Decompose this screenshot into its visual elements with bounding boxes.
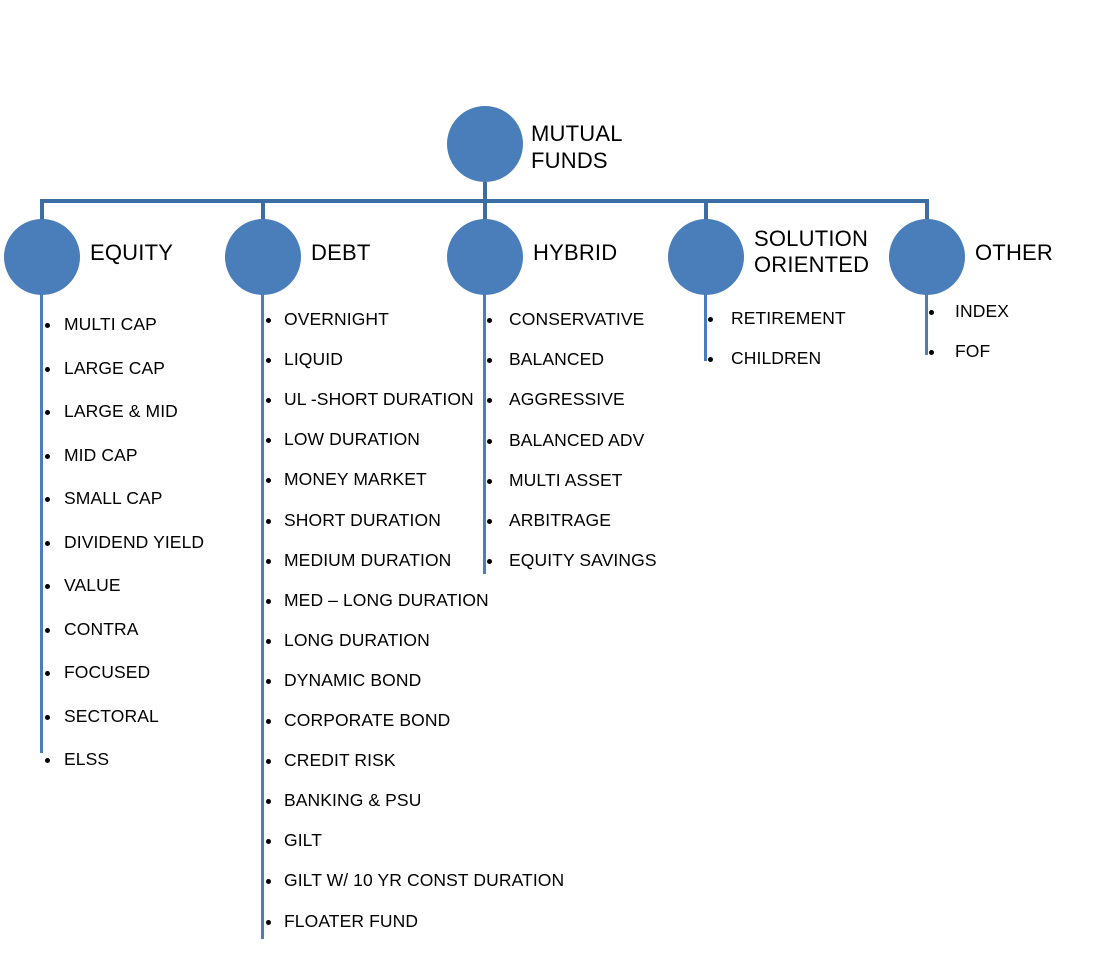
branch-node-circle-debt[interactable] <box>225 219 301 295</box>
list-item-bullet-icon <box>45 584 50 589</box>
list-item[interactable]: LIQUID <box>284 349 343 370</box>
branch-node-label-other: OTHER <box>975 240 1053 265</box>
list-item[interactable]: AGGRESSIVE <box>509 389 625 410</box>
list-item-bullet-icon <box>45 671 50 676</box>
list-item[interactable]: MEDIUM DURATION <box>284 549 452 570</box>
bus-drop-debt <box>261 199 265 220</box>
branch-spine-debt <box>261 289 264 939</box>
list-item[interactable]: CONSERVATIVE <box>509 309 645 329</box>
list-item-bullet-icon <box>266 438 271 444</box>
list-item[interactable]: LARGE CAP <box>64 357 166 378</box>
list-item-bullet-icon <box>45 714 50 720</box>
list-item-bullet-icon <box>45 453 50 459</box>
list-item[interactable]: MED – LONG DURATION <box>284 589 489 610</box>
list-item-bullet-icon <box>266 638 271 644</box>
list-item-bullet-icon <box>266 879 271 885</box>
list-item[interactable]: INDEX <box>955 301 1009 321</box>
list-item-bullet-icon <box>487 478 492 484</box>
branch-node-label-debt: DEBT <box>311 240 371 265</box>
list-item[interactable]: LONG DURATION <box>284 629 430 650</box>
root-node-label: MUTUAL FUNDS <box>531 121 623 173</box>
branch-node-label-solution-oriented: SOLUTION ORIENTED <box>754 226 870 277</box>
bus-drop-equity <box>40 199 44 220</box>
bus-drop-solution-oriented <box>704 199 708 220</box>
list-item[interactable]: BANKING & PSU <box>284 790 422 811</box>
list-item[interactable]: MULTI ASSET <box>509 469 623 490</box>
list-item[interactable]: DYNAMIC BOND <box>284 669 422 690</box>
branch-spine-solution-oriented <box>704 289 707 361</box>
list-item-bullet-icon <box>45 366 50 372</box>
branch-spine-hybrid <box>483 289 486 574</box>
list-item-bullet-icon <box>266 318 271 323</box>
list-item[interactable]: FOCUSED <box>64 662 151 682</box>
list-item-bullet-icon <box>487 398 492 404</box>
list-item-bullet-icon <box>266 839 271 845</box>
list-item-bullet-icon <box>487 358 492 364</box>
list-item[interactable]: VALUE <box>64 575 121 595</box>
list-item-bullet-icon <box>266 358 271 364</box>
list-item[interactable]: UL -SHORT DURATION <box>284 389 474 410</box>
list-item-bullet-icon <box>266 919 271 925</box>
list-item[interactable]: CORPORATE BOND <box>284 710 451 730</box>
list-item-bullet-icon <box>266 398 271 404</box>
branch-node-circle-solution-oriented[interactable] <box>668 219 744 295</box>
list-item-bullet-icon <box>487 559 492 565</box>
list-item[interactable]: RETIREMENT <box>731 308 846 328</box>
list-item-bullet-icon <box>45 540 50 546</box>
list-item-bullet-icon <box>45 323 50 328</box>
list-item[interactable]: GILT <box>284 830 322 851</box>
branch-node-circle-equity[interactable] <box>4 219 80 295</box>
list-item[interactable]: LARGE & MID <box>64 401 178 421</box>
branch-node-label-equity: EQUITY <box>90 240 174 265</box>
branch-spine-other <box>925 245 928 355</box>
root-stem-connector <box>483 182 487 202</box>
list-item[interactable]: LOW DURATION <box>284 429 421 450</box>
list-item-bullet-icon <box>45 627 50 633</box>
bus-drop-other <box>925 199 929 220</box>
list-item-bullet-icon <box>266 799 271 805</box>
list-item-bullet-icon <box>266 478 271 484</box>
root-node-circle[interactable] <box>447 106 523 182</box>
list-item[interactable]: MULTI CAP <box>64 314 157 334</box>
list-item-bullet-icon <box>929 349 934 355</box>
list-item[interactable]: ELSS <box>64 749 110 769</box>
list-item-bullet-icon <box>266 719 271 724</box>
list-item[interactable]: GILT W/ 10 YR CONST DURATION <box>284 870 565 891</box>
list-item-bullet-icon <box>45 758 50 763</box>
branch-node-label-hybrid: HYBRID <box>533 240 618 265</box>
list-item[interactable]: DIVIDEND YIELD <box>64 531 205 552</box>
list-item-bullet-icon <box>487 519 492 524</box>
list-item[interactable]: OVERNIGHT <box>284 309 389 329</box>
list-item-bullet-icon <box>266 558 271 564</box>
list-item-bullet-icon <box>487 318 492 323</box>
list-item[interactable]: BALANCED ADV <box>509 429 645 450</box>
list-item[interactable]: MID CAP <box>64 444 138 465</box>
list-item-bullet-icon <box>708 317 713 322</box>
list-item[interactable]: FLOATER FUND <box>284 910 419 931</box>
list-item-bullet-icon <box>929 310 934 315</box>
list-item-bullet-icon <box>266 678 271 684</box>
list-item-bullet-icon <box>45 497 50 502</box>
branch-spine-equity <box>40 289 43 753</box>
list-item-bullet-icon <box>266 759 271 765</box>
list-item[interactable]: SHORT DURATION <box>284 509 441 530</box>
branch-node-circle-hybrid[interactable] <box>447 219 523 295</box>
list-item-bullet-icon <box>45 410 50 415</box>
list-item[interactable]: SECTORAL <box>64 705 159 726</box>
list-item-bullet-icon <box>266 518 271 524</box>
list-item-bullet-icon <box>708 356 713 362</box>
list-item[interactable]: CHILDREN <box>731 347 822 368</box>
list-item[interactable]: CREDIT RISK <box>284 750 396 771</box>
list-item-bullet-icon <box>487 438 492 444</box>
list-item-bullet-icon <box>266 598 271 604</box>
list-item[interactable]: MONEY MARKET <box>284 469 427 490</box>
list-item[interactable]: BALANCED <box>509 349 605 370</box>
list-item[interactable]: SMALL CAP <box>64 488 163 508</box>
list-item[interactable]: CONTRA <box>64 618 139 639</box>
list-item[interactable]: ARBITRAGE <box>509 510 612 530</box>
bus-drop-hybrid <box>483 199 487 220</box>
list-item[interactable]: EQUITY SAVINGS <box>509 550 657 571</box>
list-item[interactable]: FOF <box>955 340 991 361</box>
